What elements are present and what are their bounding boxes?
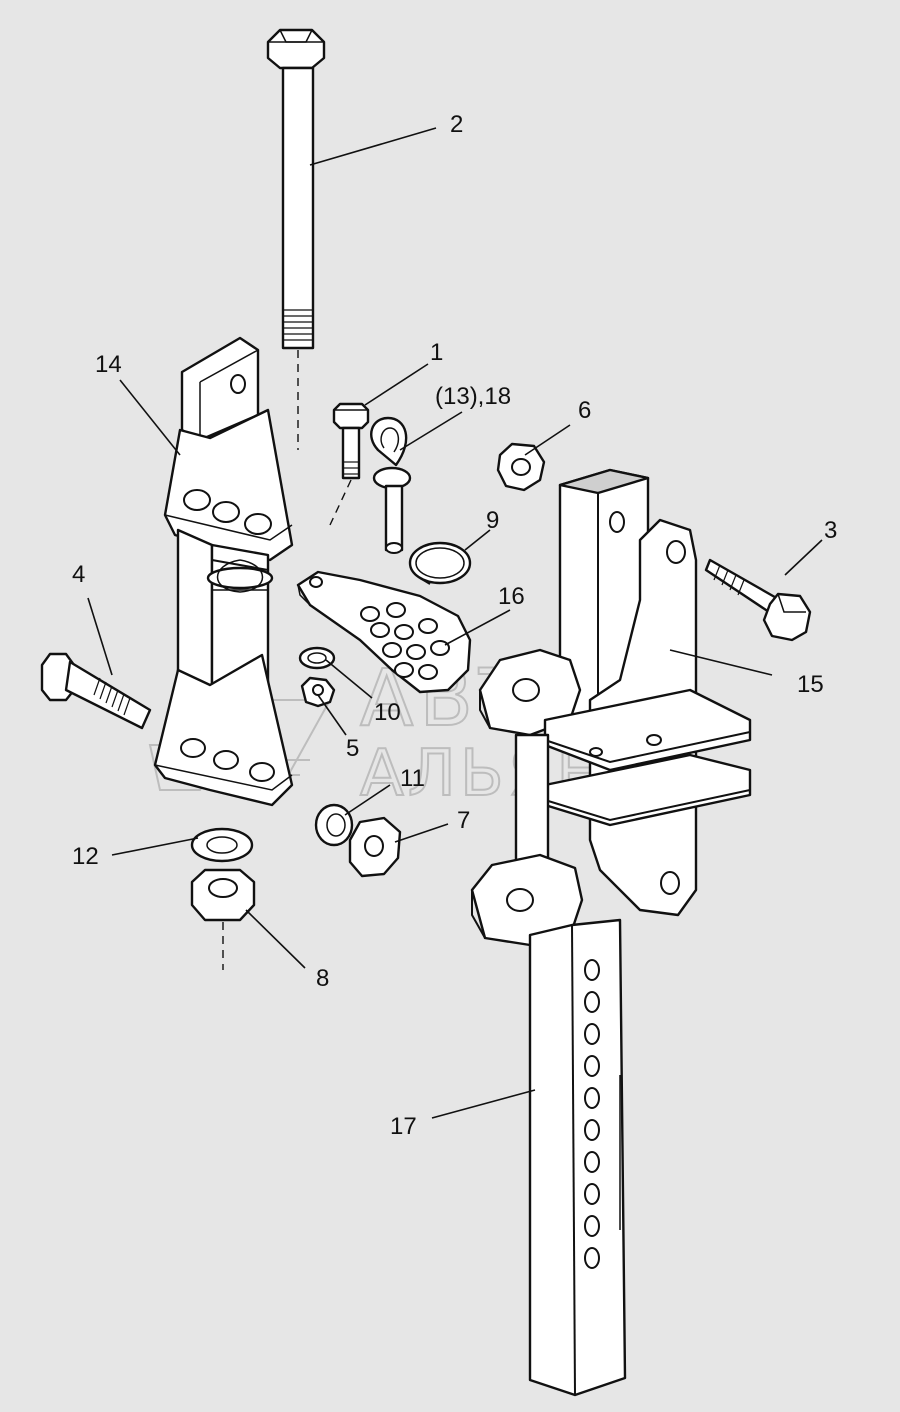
part-7-nut bbox=[348, 816, 402, 878]
callout-3: 3 bbox=[824, 517, 837, 544]
callout-15: 15 bbox=[797, 671, 824, 698]
part-6-nut bbox=[496, 442, 546, 492]
callout-9: 9 bbox=[486, 507, 499, 534]
callout-7: 7 bbox=[457, 807, 470, 834]
part-1-small-bolt bbox=[329, 402, 370, 526]
callout-5: 5 bbox=[346, 735, 359, 762]
callout-11: 11 bbox=[400, 765, 425, 792]
part-11-spring-washer bbox=[314, 803, 354, 847]
part-17-adjusting-column bbox=[528, 918, 627, 1397]
part-2-long-bolt bbox=[266, 28, 326, 450]
callout-1: 1 bbox=[430, 339, 443, 366]
callout-12: 12 bbox=[72, 843, 99, 870]
part-12-washer bbox=[190, 827, 254, 863]
callout-labels: 2 14 1 (13),18 6 9 3 16 4 15 10 5 11 7 1… bbox=[72, 111, 837, 1140]
part-16-adjuster-plate bbox=[296, 570, 472, 694]
part-3-right-bolt bbox=[704, 558, 812, 642]
part-10-washer bbox=[298, 646, 336, 670]
leader-lines bbox=[87, 127, 823, 1119]
part-18-lock-pin bbox=[370, 416, 412, 554]
part-4-side-bolt bbox=[40, 652, 152, 730]
part-9-spring-ring bbox=[408, 541, 472, 585]
part-14-upper-bracket bbox=[163, 336, 294, 717]
callout-13-18: (13),18 bbox=[435, 383, 511, 410]
callout-10: 10 bbox=[374, 699, 401, 726]
callout-6: 6 bbox=[578, 397, 591, 424]
part-8-lower-nut bbox=[190, 868, 256, 970]
callout-16: 16 bbox=[498, 583, 525, 610]
callout-17: 17 bbox=[390, 1113, 417, 1140]
part-14-lower-bracket bbox=[153, 653, 294, 807]
part-5-small-nut bbox=[300, 676, 336, 708]
callout-2: 2 bbox=[450, 111, 463, 138]
callout-14: 14 bbox=[95, 351, 122, 378]
part-15-frame bbox=[470, 468, 752, 947]
callout-4: 4 bbox=[72, 561, 85, 588]
callout-8: 8 bbox=[316, 965, 329, 992]
